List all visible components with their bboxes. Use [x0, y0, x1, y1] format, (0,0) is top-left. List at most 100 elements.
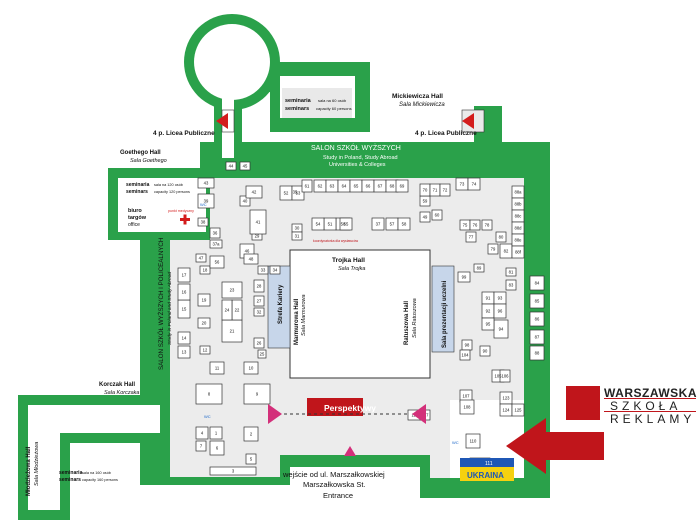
- wc-korczak-label: WC: [204, 414, 211, 419]
- stamp-label: koordynatorka dla wystawców: [313, 239, 359, 243]
- stand-1: [209, 426, 223, 440]
- stand-label-37a: 37a: [213, 242, 221, 247]
- stand-label-96: 96: [498, 309, 503, 314]
- stand-label-53: 53: [296, 191, 301, 196]
- vertical-labels: SALON SZKÓŁ WYŻSZYCH I POLICEALNYCH Stud…: [26, 238, 448, 496]
- logo-line3: REKLAMY: [610, 412, 696, 426]
- stand-label-86: 86: [535, 317, 540, 322]
- stand-label-88f: 88f: [515, 250, 522, 255]
- stand-label-125: 125: [515, 408, 523, 413]
- sala-prezentacji-label: Sala prezentacji uczelni: [442, 280, 448, 348]
- stand-label-99: 99: [462, 275, 467, 280]
- stand-label-13: 13: [182, 350, 187, 355]
- stand-label-84: 84: [535, 281, 540, 286]
- ratuszowa-hall-sub: Sala Ratuszowa: [412, 298, 418, 338]
- entrance-line3: Entrance: [323, 491, 353, 500]
- stand-36: [209, 227, 221, 239]
- seminaria-mlod-cap: sala na 160 osób: [82, 471, 111, 475]
- stand-label-8: 8: [208, 392, 211, 397]
- stand-label-29: 29: [255, 234, 260, 239]
- stand-label-48: 48: [249, 257, 254, 262]
- stand-84: [529, 275, 545, 291]
- stand-label-91: 91: [486, 296, 491, 301]
- stand-label-107: 107: [463, 394, 471, 399]
- stand-16: [177, 283, 191, 301]
- stand-60: [431, 209, 443, 221]
- stand-label-43: 43: [204, 181, 209, 186]
- stand-label-17: 17: [182, 273, 187, 278]
- stand-label-105: 105: [495, 374, 503, 379]
- stand-label-40: 40: [243, 199, 248, 204]
- stand-label-123: 123: [503, 396, 511, 401]
- stand-43: [197, 177, 215, 189]
- stand-label-18: 18: [203, 268, 208, 273]
- stand-label-45: 45: [243, 164, 248, 169]
- stand-label-36: 36: [213, 231, 218, 236]
- stand-label-14: 14: [182, 336, 187, 341]
- stand-label-75: 75: [463, 223, 468, 228]
- stand-label-12: 12: [203, 348, 208, 353]
- seminaria-goeth-label: seminaria: [126, 182, 150, 188]
- stand-41: [249, 209, 267, 235]
- seminars-mick-label: seminars: [285, 106, 309, 112]
- stand-label-88a: 88a: [515, 190, 523, 195]
- stand-label-47: 47: [199, 256, 204, 261]
- stand-label-50: 50: [341, 222, 346, 227]
- stand-48: [243, 253, 259, 265]
- mlodziezowa-hall-sub: Sala Młodzieżowa: [34, 442, 40, 486]
- goethego-hall-name: Goethego Hall: [120, 150, 161, 156]
- stand-label-104: 104: [462, 353, 470, 358]
- stand-83: [505, 279, 517, 291]
- stand-5: [245, 453, 257, 465]
- stand-4: [195, 426, 209, 440]
- stand-label-26: 26: [257, 341, 262, 346]
- stand-label-82: 82: [504, 249, 509, 254]
- stand-label-30: 30: [295, 226, 300, 231]
- logo-divider-1: [604, 398, 696, 399]
- stand-33: [257, 265, 269, 275]
- stand-label-72: 72: [443, 188, 448, 193]
- stand-label-94: 94: [499, 327, 504, 332]
- seminaria-mick-cap: sala na 60 osób: [318, 98, 347, 103]
- stand-label-39: 39: [204, 199, 209, 204]
- stand-99: [457, 271, 471, 283]
- stand-label-6: 6: [216, 446, 219, 451]
- stand-61: [301, 179, 313, 193]
- stand-53: [291, 185, 305, 201]
- seminars-mick-cap: capacity 60 persons: [316, 106, 352, 111]
- ukraina-pavilion: [460, 458, 514, 481]
- stand-54: [311, 217, 325, 231]
- trojka-hall-sub: Sala Trojka: [338, 266, 365, 272]
- licea-right-label: 4 p. Licea Publiczne: [415, 130, 477, 137]
- warszawska-szkola-reklamy-logo: WARSZAWSKA SZKOŁA REKLAMY: [566, 386, 697, 426]
- logo-divider-2: [604, 411, 696, 412]
- mlodziezowa-hall-name: Młodzieżowa Hall: [26, 446, 32, 496]
- stand-69: [395, 179, 409, 193]
- study-line2-label: Universities & Colleges: [329, 162, 386, 168]
- stand-label-4: 4: [201, 431, 204, 436]
- stand-81: [505, 267, 517, 277]
- stand-label-83: 83: [509, 283, 514, 288]
- stand-89: [473, 263, 485, 273]
- stand-label-21: 21: [230, 329, 235, 334]
- stand-label-66: 66: [366, 184, 371, 189]
- seminars-mlod-label: seminars: [59, 477, 81, 483]
- mickiewicza-hall-name: Mickiewicza Hall: [392, 93, 443, 100]
- goethego-hall-sub: Sala Goethego: [130, 158, 167, 164]
- stand-110: [465, 433, 481, 449]
- stand-78: [481, 219, 493, 231]
- perspektywy-text: Perspektywy: [324, 403, 376, 413]
- stand-label-46: 46: [245, 249, 250, 254]
- stand-label-69: 69: [400, 184, 405, 189]
- stand-label-33: 33: [261, 268, 266, 273]
- stand-58: [397, 217, 411, 231]
- stand-95: [481, 317, 495, 331]
- stand-label-68: 68: [390, 184, 395, 189]
- stand-label-77: 77: [469, 235, 474, 240]
- stand-34: [269, 265, 281, 275]
- stand-86: [529, 311, 545, 327]
- stand-label-32: 32: [257, 310, 262, 315]
- stand-6: [209, 440, 225, 456]
- perspektywy-sign: [307, 398, 363, 416]
